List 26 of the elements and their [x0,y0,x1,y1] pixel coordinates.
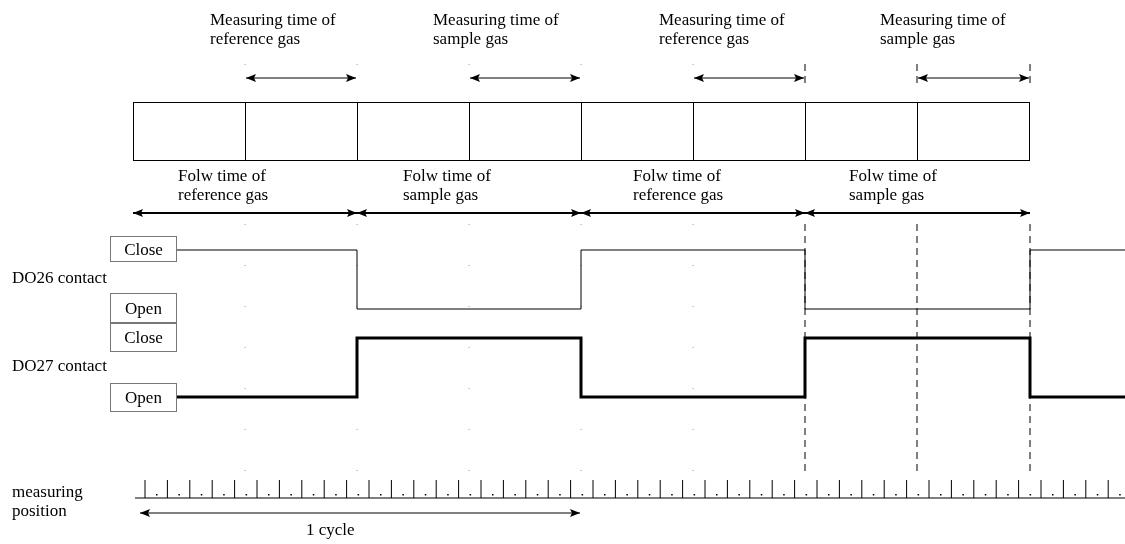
measuring-time-label: Measuring time of reference gas [659,10,786,48]
flow-time-label: Folw time of reference gas [633,166,725,204]
time-segment-box [917,102,1030,161]
time-segment-box [581,102,693,161]
contact-state-box: Open [110,383,177,412]
scale-name: measuring position [12,482,84,520]
contact-state-box: Open [110,293,177,323]
measuring-time-label: Measuring time of sample gas [433,10,560,48]
signal-waveform [177,336,1125,399]
contact-state-box: Close [110,236,177,262]
contact-state-box: Close [110,323,177,352]
time-segment-box [805,102,917,161]
time-segment-box [469,102,581,161]
signal-name: DO27 contact [12,356,107,375]
measuring-time-label: Measuring time of sample gas [880,10,1007,48]
flow-time-label: Folw time of sample gas [849,166,938,204]
time-segment-box [693,102,805,161]
time-segment-box [357,102,469,161]
signal-waveform [176,249,1125,310]
flow-time-label: Folw time of sample gas [403,166,492,204]
time-segment-box [245,102,357,161]
flow-time-label: Folw time of reference gas [178,166,270,204]
signal-name: DO26 contact [12,268,107,287]
cycle-label: 1 cycle [306,520,355,539]
time-segment-box [133,102,245,161]
measuring-time-label: Measuring time of reference gas [210,10,337,48]
